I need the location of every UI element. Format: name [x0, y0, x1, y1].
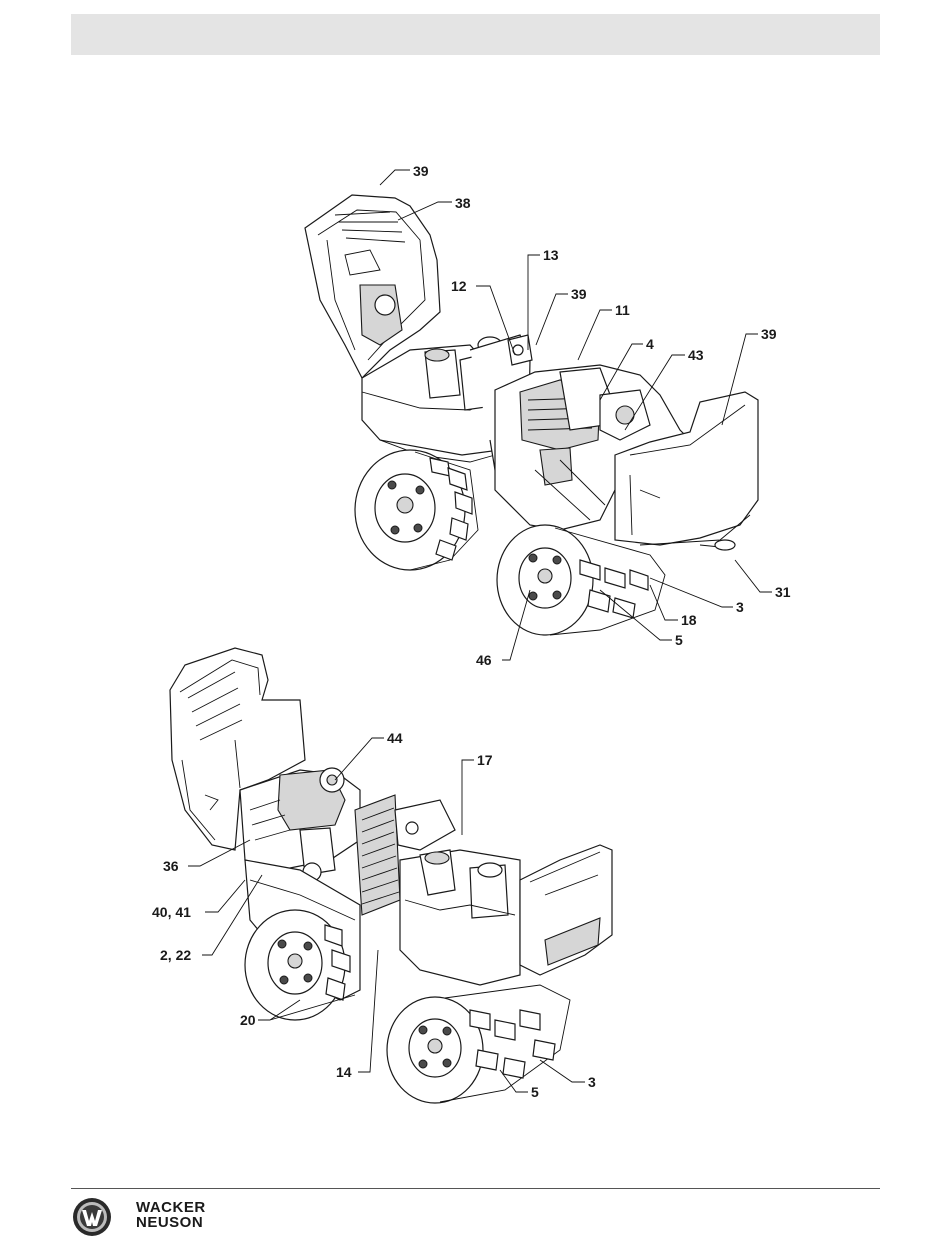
- callout-top-43: 43: [688, 347, 704, 363]
- callout-top-13: 13: [543, 247, 559, 263]
- callout-bottom-40-41: 40, 41: [152, 904, 191, 920]
- callout-top-46: 46: [476, 652, 492, 668]
- callout-bottom-2-22: 2, 22: [160, 947, 191, 963]
- callout-top-3: 3: [736, 599, 744, 615]
- callout-top-12: 12: [451, 278, 467, 294]
- callout-bottom-36: 36: [163, 858, 179, 874]
- brand-wordmark: WACKER NEUSON: [136, 1200, 206, 1230]
- brand-line2: NEUSON: [136, 1215, 206, 1230]
- callout-top-4: 4: [646, 336, 654, 352]
- callout-bottom-3: 3: [588, 1074, 596, 1090]
- callout-bottom-44: 44: [387, 730, 403, 746]
- callout-bottom-5: 5: [531, 1084, 539, 1100]
- callout-top-11: 11: [615, 302, 630, 318]
- callout-top-39c: 39: [761, 326, 777, 342]
- callout-top-31: 31: [775, 584, 791, 600]
- callout-bottom-20: 20: [240, 1012, 256, 1028]
- callout-top-39a: 39: [413, 163, 429, 179]
- callout-bottom-14: 14: [336, 1064, 352, 1080]
- callout-top-38: 38: [455, 195, 471, 211]
- wacker-neuson-w-icon: [72, 1197, 112, 1237]
- top-machine-drawing: [305, 170, 772, 660]
- footer-rule: [71, 1188, 880, 1189]
- callout-top-39b: 39: [571, 286, 587, 302]
- brand-line1: WACKER: [136, 1200, 206, 1215]
- bottom-machine-drawing: [170, 648, 612, 1103]
- brand-logo: WACKER NEUSON: [72, 1197, 232, 1237]
- callout-bottom-17: 17: [477, 752, 493, 768]
- callout-top-18: 18: [681, 612, 697, 628]
- callout-top-5: 5: [675, 632, 683, 648]
